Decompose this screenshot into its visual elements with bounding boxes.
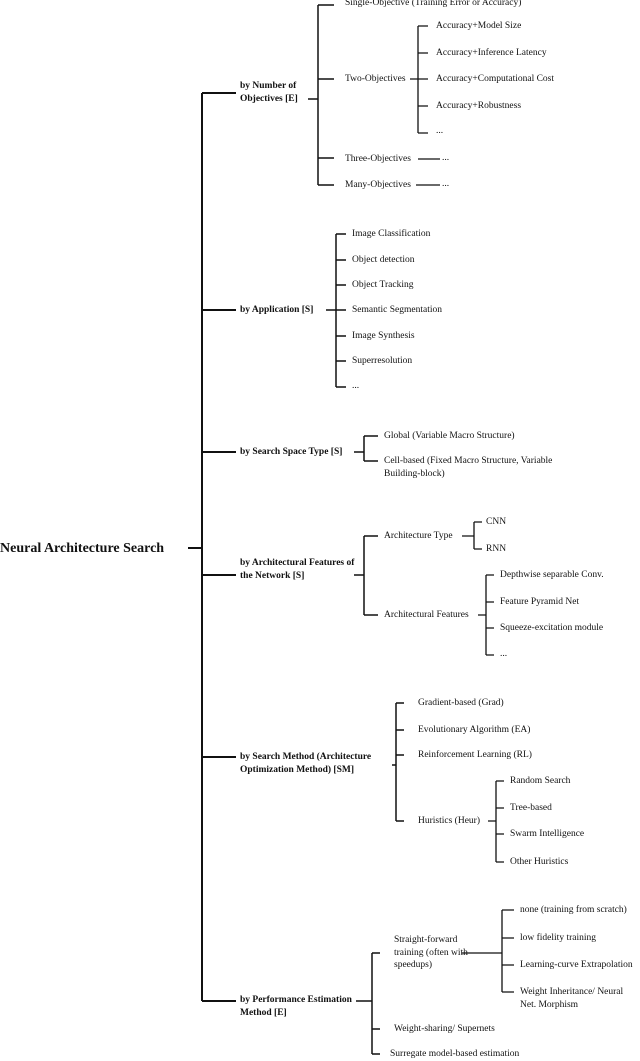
category-performance-estimation: by Performance Estimation Method [E] [240,995,352,1018]
node-squeeze-excitation: Squeeze-excitation module [500,623,604,633]
node-acc-robustness: Accuracy+Robustness [436,101,522,111]
node-evolutionary: Evolutionary Algorithm (EA) [418,725,531,735]
node-two-objectives: Two-Objectives [345,74,406,84]
node-random-search: Random Search [510,776,571,786]
node-learning-curve: Learning-curve Extrapolation [520,960,633,970]
node-cell-based: Cell-based (Fixed Macro Structure, Varia… [384,456,553,479]
node-acc-computational-cost: Accuracy+Computational Cost [436,74,555,84]
node-straight-forward: Straight-forward training (often with sp… [394,935,468,970]
node-three-objectives: Three-Objectives [345,154,411,164]
node-tree-based: Tree-based [510,803,552,813]
category-search-space-type: by Search Space Type [S] [240,447,343,457]
node-rnn: RNN [486,544,507,554]
node-semantic-segmentation: Semantic Segmentation [352,305,442,315]
node-other-huristics: Other Huristics [510,857,569,867]
node-architectural-features: Architectural Features [384,610,469,620]
node-depthwise-separable: Depthwise separable Conv. [500,570,604,580]
node-many-objectives: Many-Objectives [345,180,411,190]
node-low-fidelity: low fidelity training [520,933,596,943]
category-number-of-objectives: by Number of Objectives [E] [240,81,298,104]
node-swarm-intelligence: Swarm Intelligence [510,829,585,839]
node-image-classification: Image Classification [352,229,431,239]
node-global: Global (Variable Macro Structure) [384,431,515,441]
node-object-tracking: Object Tracking [352,280,414,290]
node-acc-model-size: Accuracy+Model Size [436,21,522,31]
category-search-method: by Search Method (Architecture Optimizat… [240,752,372,775]
node-single-objective: Single-Objective (Training Error or Accu… [345,0,522,8]
node-huristics: Huristics (Heur) [418,816,480,826]
node-many-objectives-more: ... [442,179,450,189]
category-architectural-features: by Architectural Features of the Network… [240,558,355,581]
node-architecture-type: Architecture Type [384,531,453,541]
node-cnn: CNN [486,517,507,527]
node-features-more: ... [500,649,508,659]
node-image-synthesis: Image Synthesis [352,331,415,341]
category-application: by Application [S] [240,305,314,315]
node-weight-sharing: Weight-sharing/ Supernets [394,1024,495,1034]
node-acc-inference-latency: Accuracy+Inference Latency [436,48,547,58]
node-gradient-based: Gradient-based (Grad) [418,698,504,708]
node-surrogate-model: Surregate model-based estimation [390,1049,520,1059]
node-reinforcement-learning: Reinforcement Learning (RL) [418,750,532,760]
node-superresolution: Superresolution [352,356,413,366]
root-label: Neural Architecture Search [0,541,165,556]
node-object-detection: Object detection [352,255,415,265]
node-three-objectives-more: ... [442,153,450,163]
node-application-more: ... [352,381,360,391]
node-training-from-scratch: none (training from scratch) [520,905,627,915]
node-weight-inheritance: Weight Inheritance/ Neural Net. Morphism [520,987,624,1010]
node-feature-pyramid: Feature Pyramid Net [500,597,580,607]
node-two-objectives-more: ... [436,126,444,136]
